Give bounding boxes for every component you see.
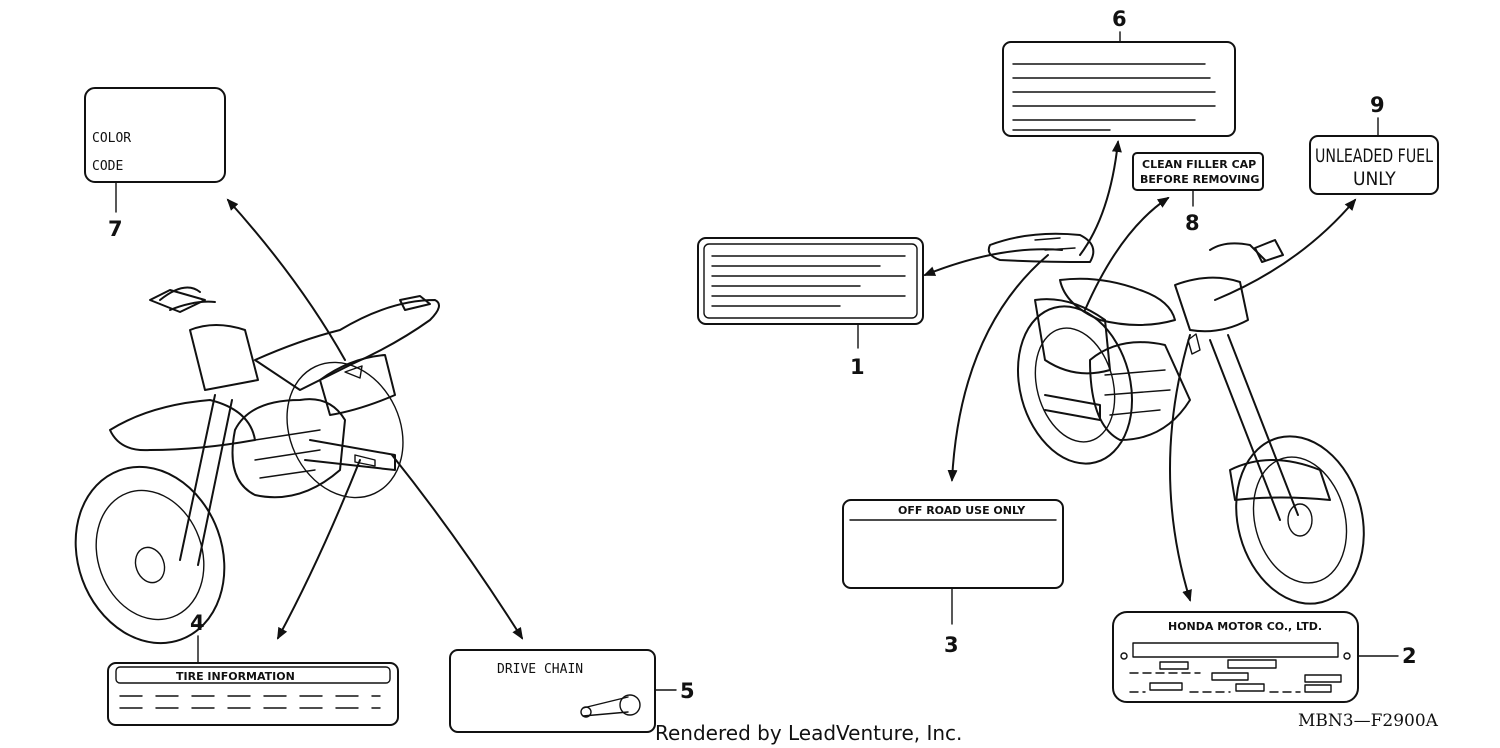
drive-chain-title: DRIVE CHAIN	[497, 662, 583, 677]
callout-2: 2	[1402, 644, 1417, 668]
label-7-color-code: COLOR CODE 7	[84, 87, 226, 241]
callout-5: 5	[680, 679, 695, 703]
left-motorcycle-illustration	[74, 286, 440, 645]
clean-cap-line2: BEFORE REMOVING	[1140, 173, 1259, 186]
label-4-tire-information: 4 TIRE INFORMATION	[107, 611, 399, 726]
credit-text: Rendered by LeadVenture, Inc.	[655, 721, 962, 745]
clean-cap-line1: CLEAN FILLER CAP	[1142, 158, 1256, 171]
right-motorcycle-illustration	[987, 232, 1365, 605]
label-5-drive-chain: DRIVE CHAIN 5	[449, 649, 695, 733]
callout-4: 4	[190, 611, 205, 635]
diagram-code: MBN3—F2900A	[1298, 711, 1439, 731]
label-9-unleaded-fuel: 9 UNLEADED FUEL UNLY	[1309, 93, 1439, 195]
label-3-off-road-use-only: OFF ROAD USE ONLY 3	[842, 499, 1064, 657]
callout-7: 7	[108, 217, 123, 241]
label-2-honda-motor: HONDA MOTOR CO., LTD. 2	[1112, 611, 1417, 703]
honda-motor-title: HONDA MOTOR CO., LTD.	[1168, 620, 1322, 633]
callout-3: 3	[944, 633, 959, 657]
unleaded-line2: UNLY	[1353, 168, 1396, 190]
color-code-line2: CODE	[92, 159, 123, 174]
off-road-title: OFF ROAD USE ONLY	[898, 504, 1026, 517]
callout-8: 8	[1185, 211, 1200, 235]
label-6: 6	[1002, 7, 1236, 137]
label-8-clean-filler-cap: CLEAN FILLER CAP BEFORE REMOVING 8	[1132, 152, 1264, 235]
callout-9: 9	[1370, 93, 1385, 117]
tire-info-title: TIRE INFORMATION	[176, 670, 295, 683]
callout-6: 6	[1112, 7, 1127, 31]
label-1: 1	[697, 237, 924, 379]
unleaded-line1: UNLEADED FUEL	[1315, 145, 1433, 167]
callout-1: 1	[850, 355, 865, 379]
leader-arrows	[226, 140, 1357, 640]
color-code-line1: COLOR	[92, 131, 131, 146]
